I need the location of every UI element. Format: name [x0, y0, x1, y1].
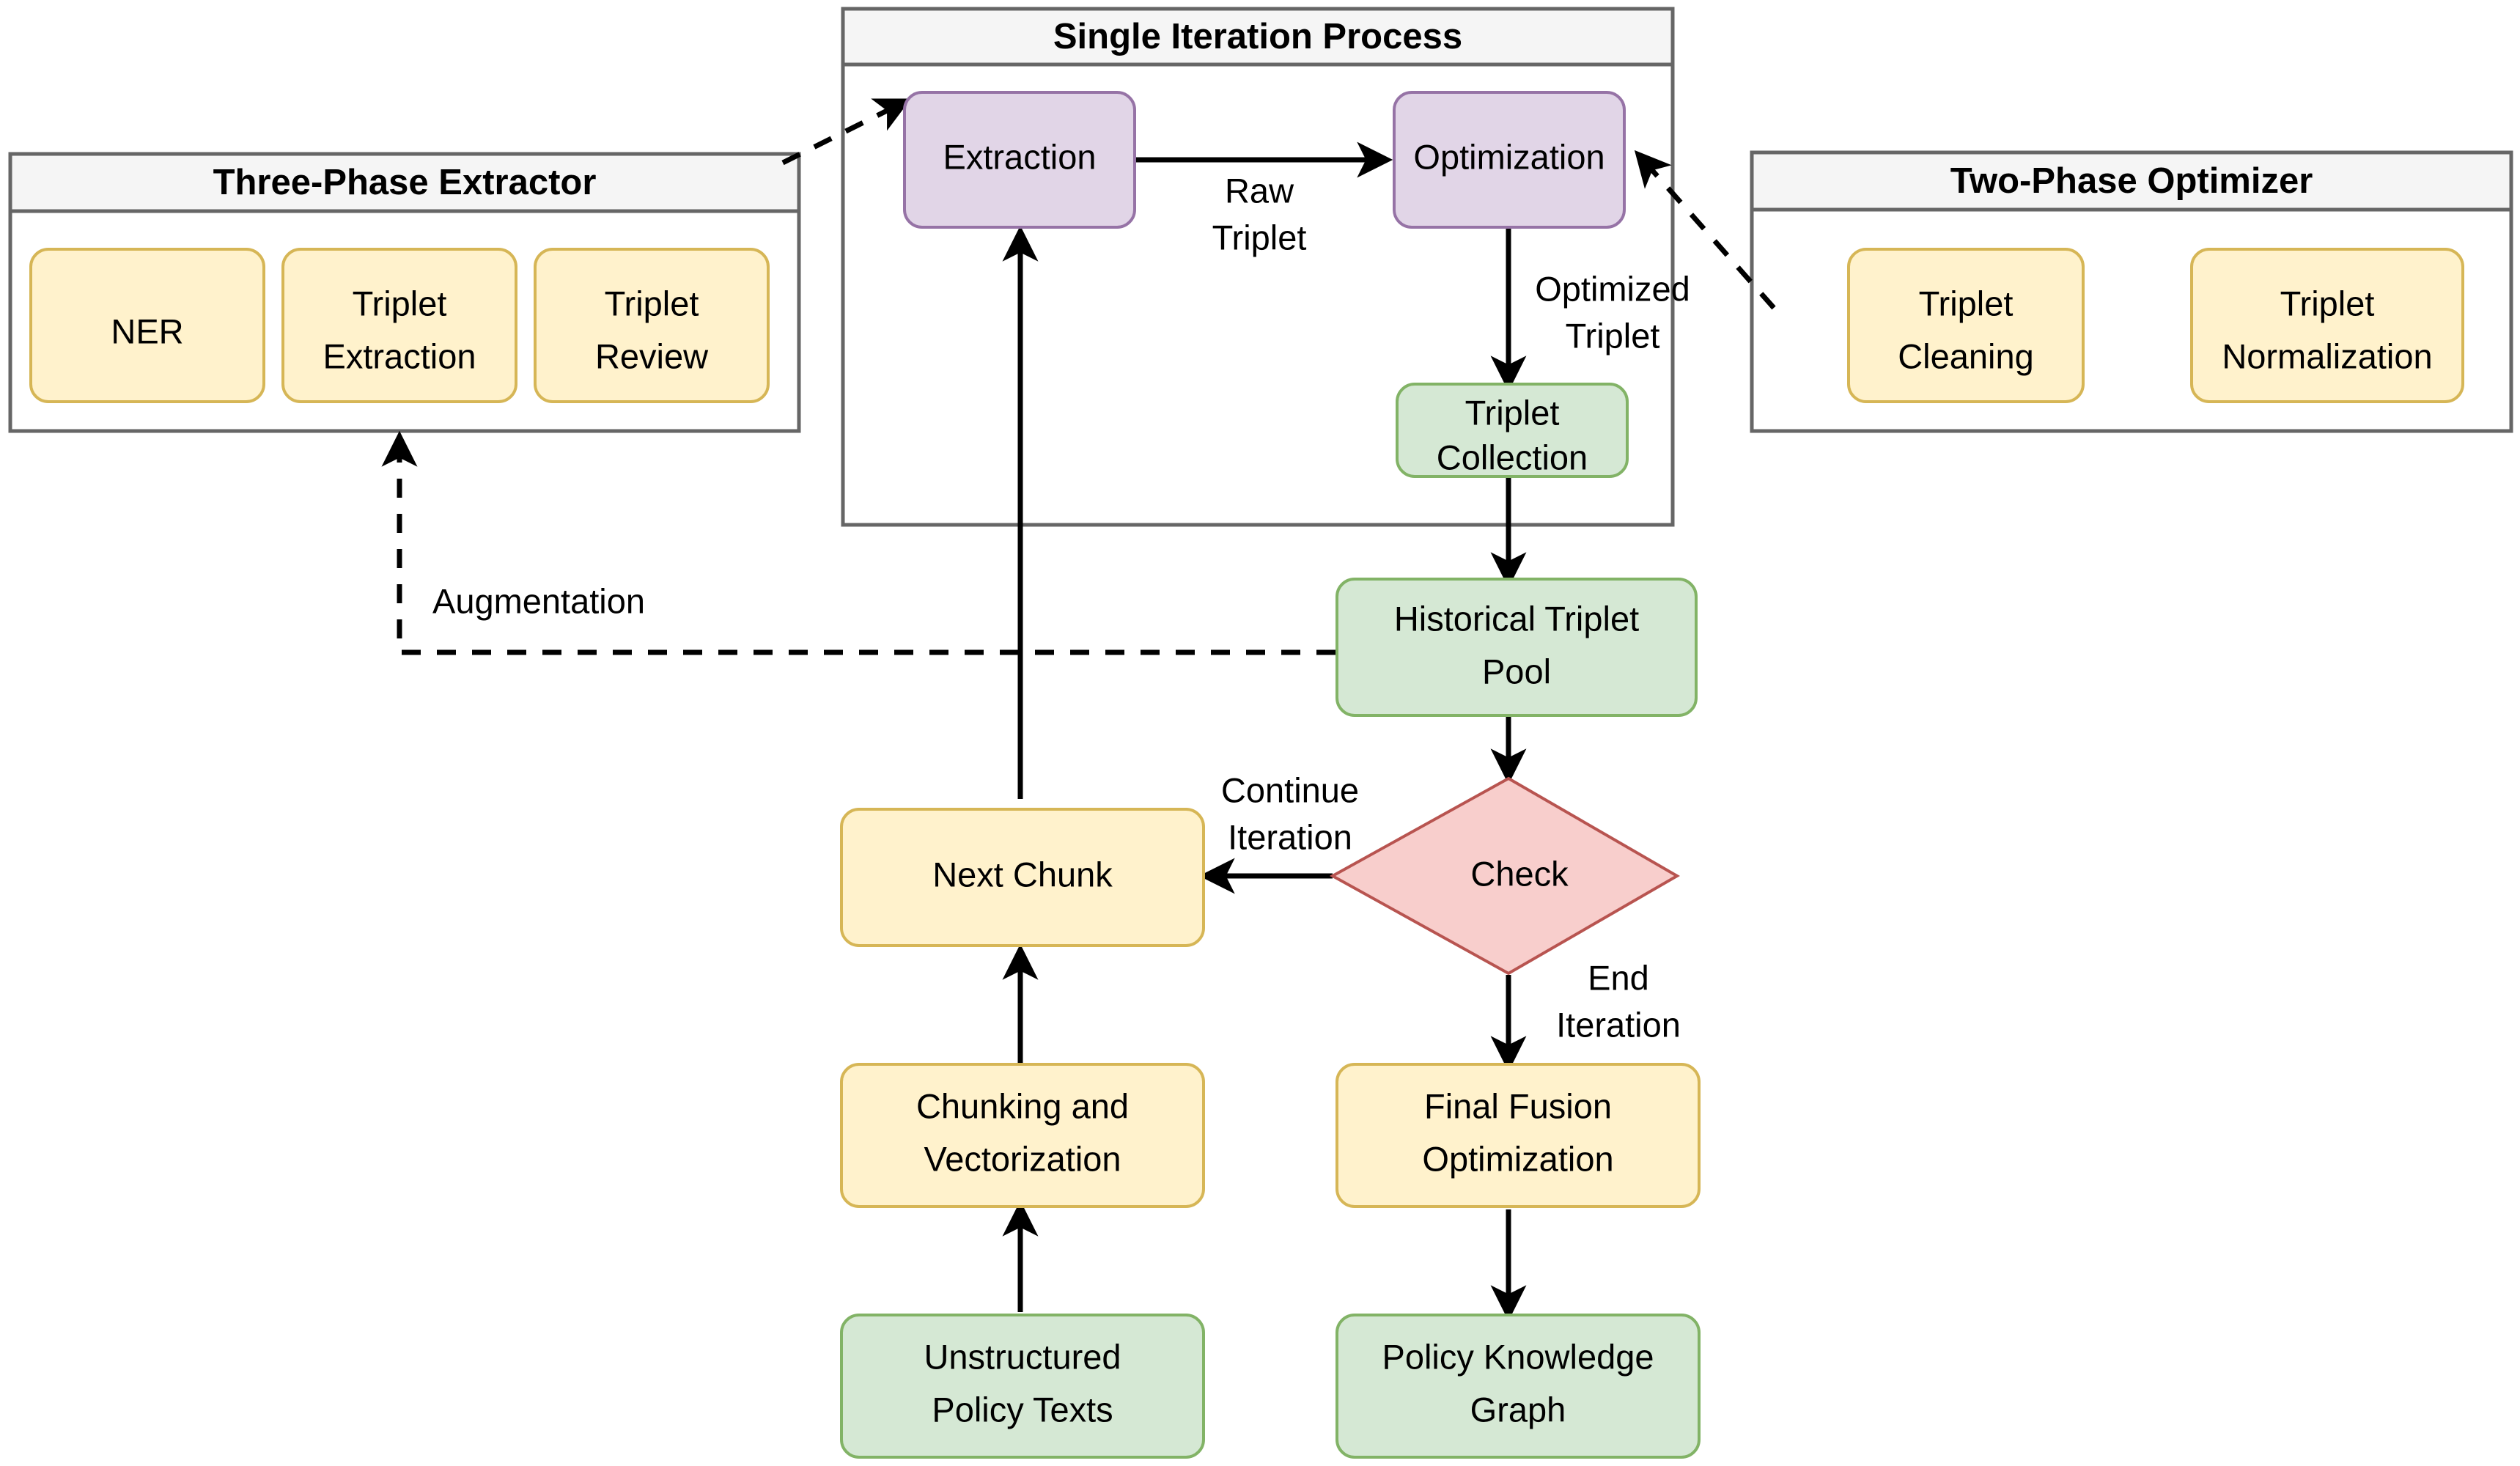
node-historical-triplet-pool[interactable]: Historical Triplet Pool	[1335, 578, 1698, 717]
node-historical-triplet-pool-shape[interactable]	[1335, 578, 1698, 717]
node-extraction-shape[interactable]	[903, 91, 1136, 229]
node-policy-knowledge-graph-label-line1: Policy Knowledge	[1382, 1337, 1654, 1376]
node-chunking-and-vectorization-label-line1: Chunking and	[916, 1086, 1129, 1125]
node-next-chunk-label: Next Chunk	[932, 855, 1113, 894]
node-chunking-and-vectorization-shape[interactable]	[840, 1063, 1205, 1208]
node-triplet-collection-label-line2: Collection	[1437, 438, 1588, 476]
node-ner-shape[interactable]	[29, 248, 265, 403]
node-final-fusion-optimization-label-line1: Final Fusion	[1424, 1086, 1612, 1125]
node-triplet-cleaning[interactable]: Triplet Cleaning	[1847, 248, 2085, 403]
node-check[interactable]: Check	[1329, 776, 1680, 976]
node-triplet-normalization-label-line2: Normalization	[2222, 336, 2432, 375]
node-chunking-and-vectorization[interactable]: Chunking and Vectorization	[840, 1063, 1205, 1208]
node-optimization[interactable]: Optimization	[1393, 91, 1626, 229]
edge-label-continue-iteration-line1: Continue	[1221, 770, 1359, 809]
edge-label-optimized-triplet-line2: Triplet	[1566, 316, 1660, 355]
node-policy-knowledge-graph[interactable]: Policy Knowledge Graph	[1335, 1314, 1701, 1459]
node-final-fusion-optimization-shape[interactable]	[1335, 1063, 1701, 1208]
node-triplet-extraction-shape[interactable]	[281, 248, 517, 403]
panel-two-phase-optimizer: Two-Phase Optimizer Triplet Cleaning Tri…	[1750, 150, 2513, 433]
node-check-shape[interactable]	[1329, 776, 1680, 976]
panel-two-phase-optimizer-header	[1750, 150, 2513, 212]
node-policy-knowledge-graph-label-line2: Graph	[1470, 1390, 1566, 1429]
node-extraction[interactable]: Extraction	[903, 91, 1136, 229]
node-triplet-review-label-line1: Triplet	[605, 284, 699, 323]
node-unstructured-policy-texts-label-line2: Policy Texts	[932, 1390, 1113, 1429]
node-triplet-review-label-line2: Review	[595, 336, 709, 375]
node-ner-label: NER	[111, 312, 183, 350]
node-check-label: Check	[1470, 854, 1569, 893]
panel-two-phase-optimizer-title: Two-Phase Optimizer	[1950, 161, 2313, 201]
node-triplet-collection-label-line1: Triplet	[1465, 393, 1560, 432]
panel-three-phase-extractor-header	[8, 152, 801, 213]
edge-label-optimized-triplet-line1: Optimized	[1535, 269, 1690, 308]
node-triplet-normalization-shape[interactable]	[2190, 248, 2464, 403]
panel-single-iteration-process-title: Single Iteration Process	[1053, 17, 1462, 56]
panel-three-phase-extractor-title: Three-Phase Extractor	[213, 163, 597, 202]
node-final-fusion-optimization[interactable]: Final Fusion Optimization	[1335, 1063, 1701, 1208]
node-triplet-extraction-label-line2: Extraction	[323, 336, 476, 375]
node-triplet-review-shape[interactable]	[534, 248, 770, 403]
edge-label-raw-triplet-line2: Triplet	[1212, 218, 1307, 257]
node-policy-knowledge-graph-shape[interactable]	[1335, 1314, 1701, 1459]
node-final-fusion-optimization-label-line2: Optimization	[1422, 1139, 1613, 1178]
edge-label-augmentation: Augmentation	[432, 581, 645, 620]
edge-label-raw-triplet-line1: Raw	[1225, 171, 1294, 210]
node-triplet-extraction[interactable]: Triplet Extraction	[281, 248, 517, 403]
node-unstructured-policy-texts-shape[interactable]	[840, 1314, 1205, 1459]
node-triplet-collection[interactable]: Triplet Collection	[1396, 383, 1629, 478]
edge-label-continue-iteration-line2: Iteration	[1228, 817, 1352, 856]
node-historical-triplet-pool-label-line1: Historical Triplet	[1394, 599, 1639, 638]
node-triplet-cleaning-label-line2: Cleaning	[1898, 336, 2034, 375]
node-triplet-normalization-label-line1: Triplet	[2280, 284, 2375, 323]
node-unstructured-policy-texts-label-line1: Unstructured	[924, 1337, 1121, 1376]
node-triplet-extraction-label-line1: Triplet	[353, 284, 447, 323]
node-triplet-normalization[interactable]: Triplet Normalization	[2190, 248, 2464, 403]
node-triplet-review[interactable]: Triplet Review	[534, 248, 770, 403]
node-triplet-cleaning-shape[interactable]	[1847, 248, 2085, 403]
panel-single-iteration-process-header	[841, 7, 1675, 67]
node-next-chunk[interactable]: Next Chunk	[840, 808, 1205, 947]
node-optimization-label: Optimization	[1413, 137, 1605, 176]
edge-label-end-iteration-line1: End	[1588, 958, 1649, 997]
node-historical-triplet-pool-label-line2: Pool	[1482, 652, 1551, 690]
panel-three-phase-extractor: Three-Phase Extractor NER Triplet Extrac…	[8, 152, 801, 433]
node-triplet-cleaning-label-line1: Triplet	[1919, 284, 2014, 323]
node-ner[interactable]: NER	[29, 248, 265, 403]
node-optimization-shape[interactable]	[1393, 91, 1626, 229]
node-unstructured-policy-texts[interactable]: Unstructured Policy Texts	[840, 1314, 1205, 1459]
node-next-chunk-shape[interactable]	[840, 808, 1205, 947]
node-chunking-and-vectorization-label-line2: Vectorization	[924, 1139, 1121, 1178]
edge-extractor-panel-to-extraction	[781, 98, 911, 166]
node-triplet-collection-shape[interactable]	[1396, 383, 1629, 478]
edge-label-end-iteration-line2: Iteration	[1556, 1005, 1681, 1044]
node-extraction-label: Extraction	[943, 137, 1097, 176]
